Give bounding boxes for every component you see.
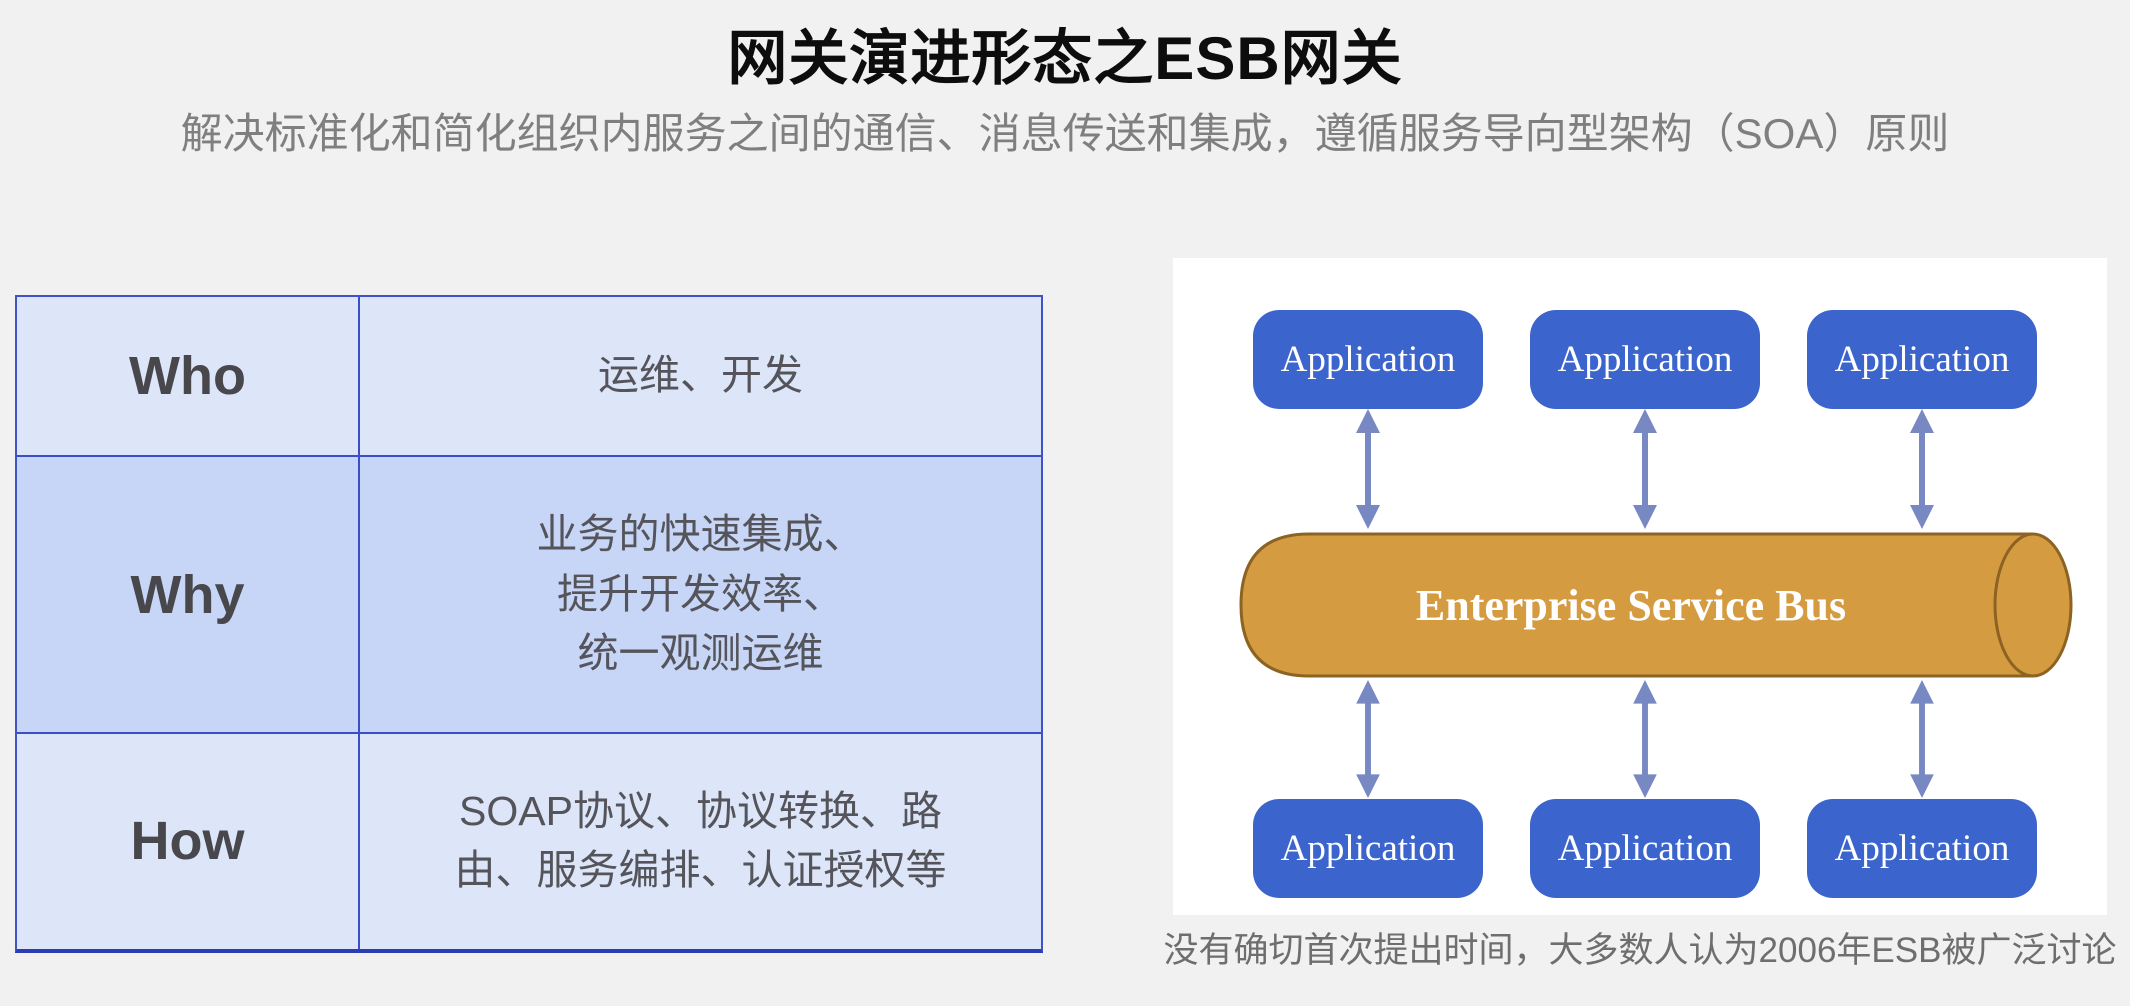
double-arrow-icon — [1910, 679, 1934, 799]
row-key-who: Who — [17, 297, 360, 456]
application-box-bottom-2: Application — [1530, 799, 1760, 898]
row-value-how: SOAP协议、协议转换、路 由、服务编排、认证授权等 — [454, 787, 947, 894]
diagram-caption: 没有确切首次提出时间，大多数人认为2006年ESB被广泛讨论 — [1163, 931, 2117, 970]
double-arrow-icon — [1356, 409, 1380, 529]
table-row: Who 运维、开发 — [17, 297, 1041, 456]
application-box-top-1: Application — [1253, 310, 1483, 409]
row-key-how: How — [17, 733, 360, 949]
who-why-how-table: Who 运维、开发 Why 业务的快速集成、 提升开发效率、 统一观测运维 Ho… — [15, 295, 1043, 953]
row-key-why: Why — [17, 457, 360, 732]
double-arrow-icon — [1910, 409, 1934, 529]
esb-cylinder — [1239, 532, 2073, 678]
double-arrow-icon — [1633, 679, 1657, 799]
application-box-top-2: Application — [1530, 310, 1760, 409]
application-box-top-3: Application — [1807, 310, 2037, 409]
esb-diagram-panel: Application Application Application Ente… — [1173, 258, 2107, 915]
esb-bus-label: Enterprise Service Bus — [1415, 580, 1847, 630]
application-box-bottom-3: Application — [1807, 799, 2037, 898]
table-row: How SOAP协议、协议转换、路 由、服务编排、认证授权等 — [17, 731, 1041, 949]
double-arrow-icon — [1356, 679, 1380, 799]
row-value-why: 业务的快速集成、 提升开发效率、 统一观测运维 — [536, 511, 865, 677]
page-title: 网关演进形态之ESB网关 — [727, 25, 1403, 92]
page-subtitle: 解决标准化和简化组织内服务之间的通信、消息传送和集成，遵循服务导向型架构（SOA… — [180, 110, 1950, 157]
row-value-who: 运维、开发 — [598, 352, 803, 399]
double-arrow-icon — [1633, 409, 1657, 529]
application-box-bottom-1: Application — [1253, 799, 1483, 898]
table-row: Why 业务的快速集成、 提升开发效率、 统一观测运维 — [17, 455, 1041, 732]
